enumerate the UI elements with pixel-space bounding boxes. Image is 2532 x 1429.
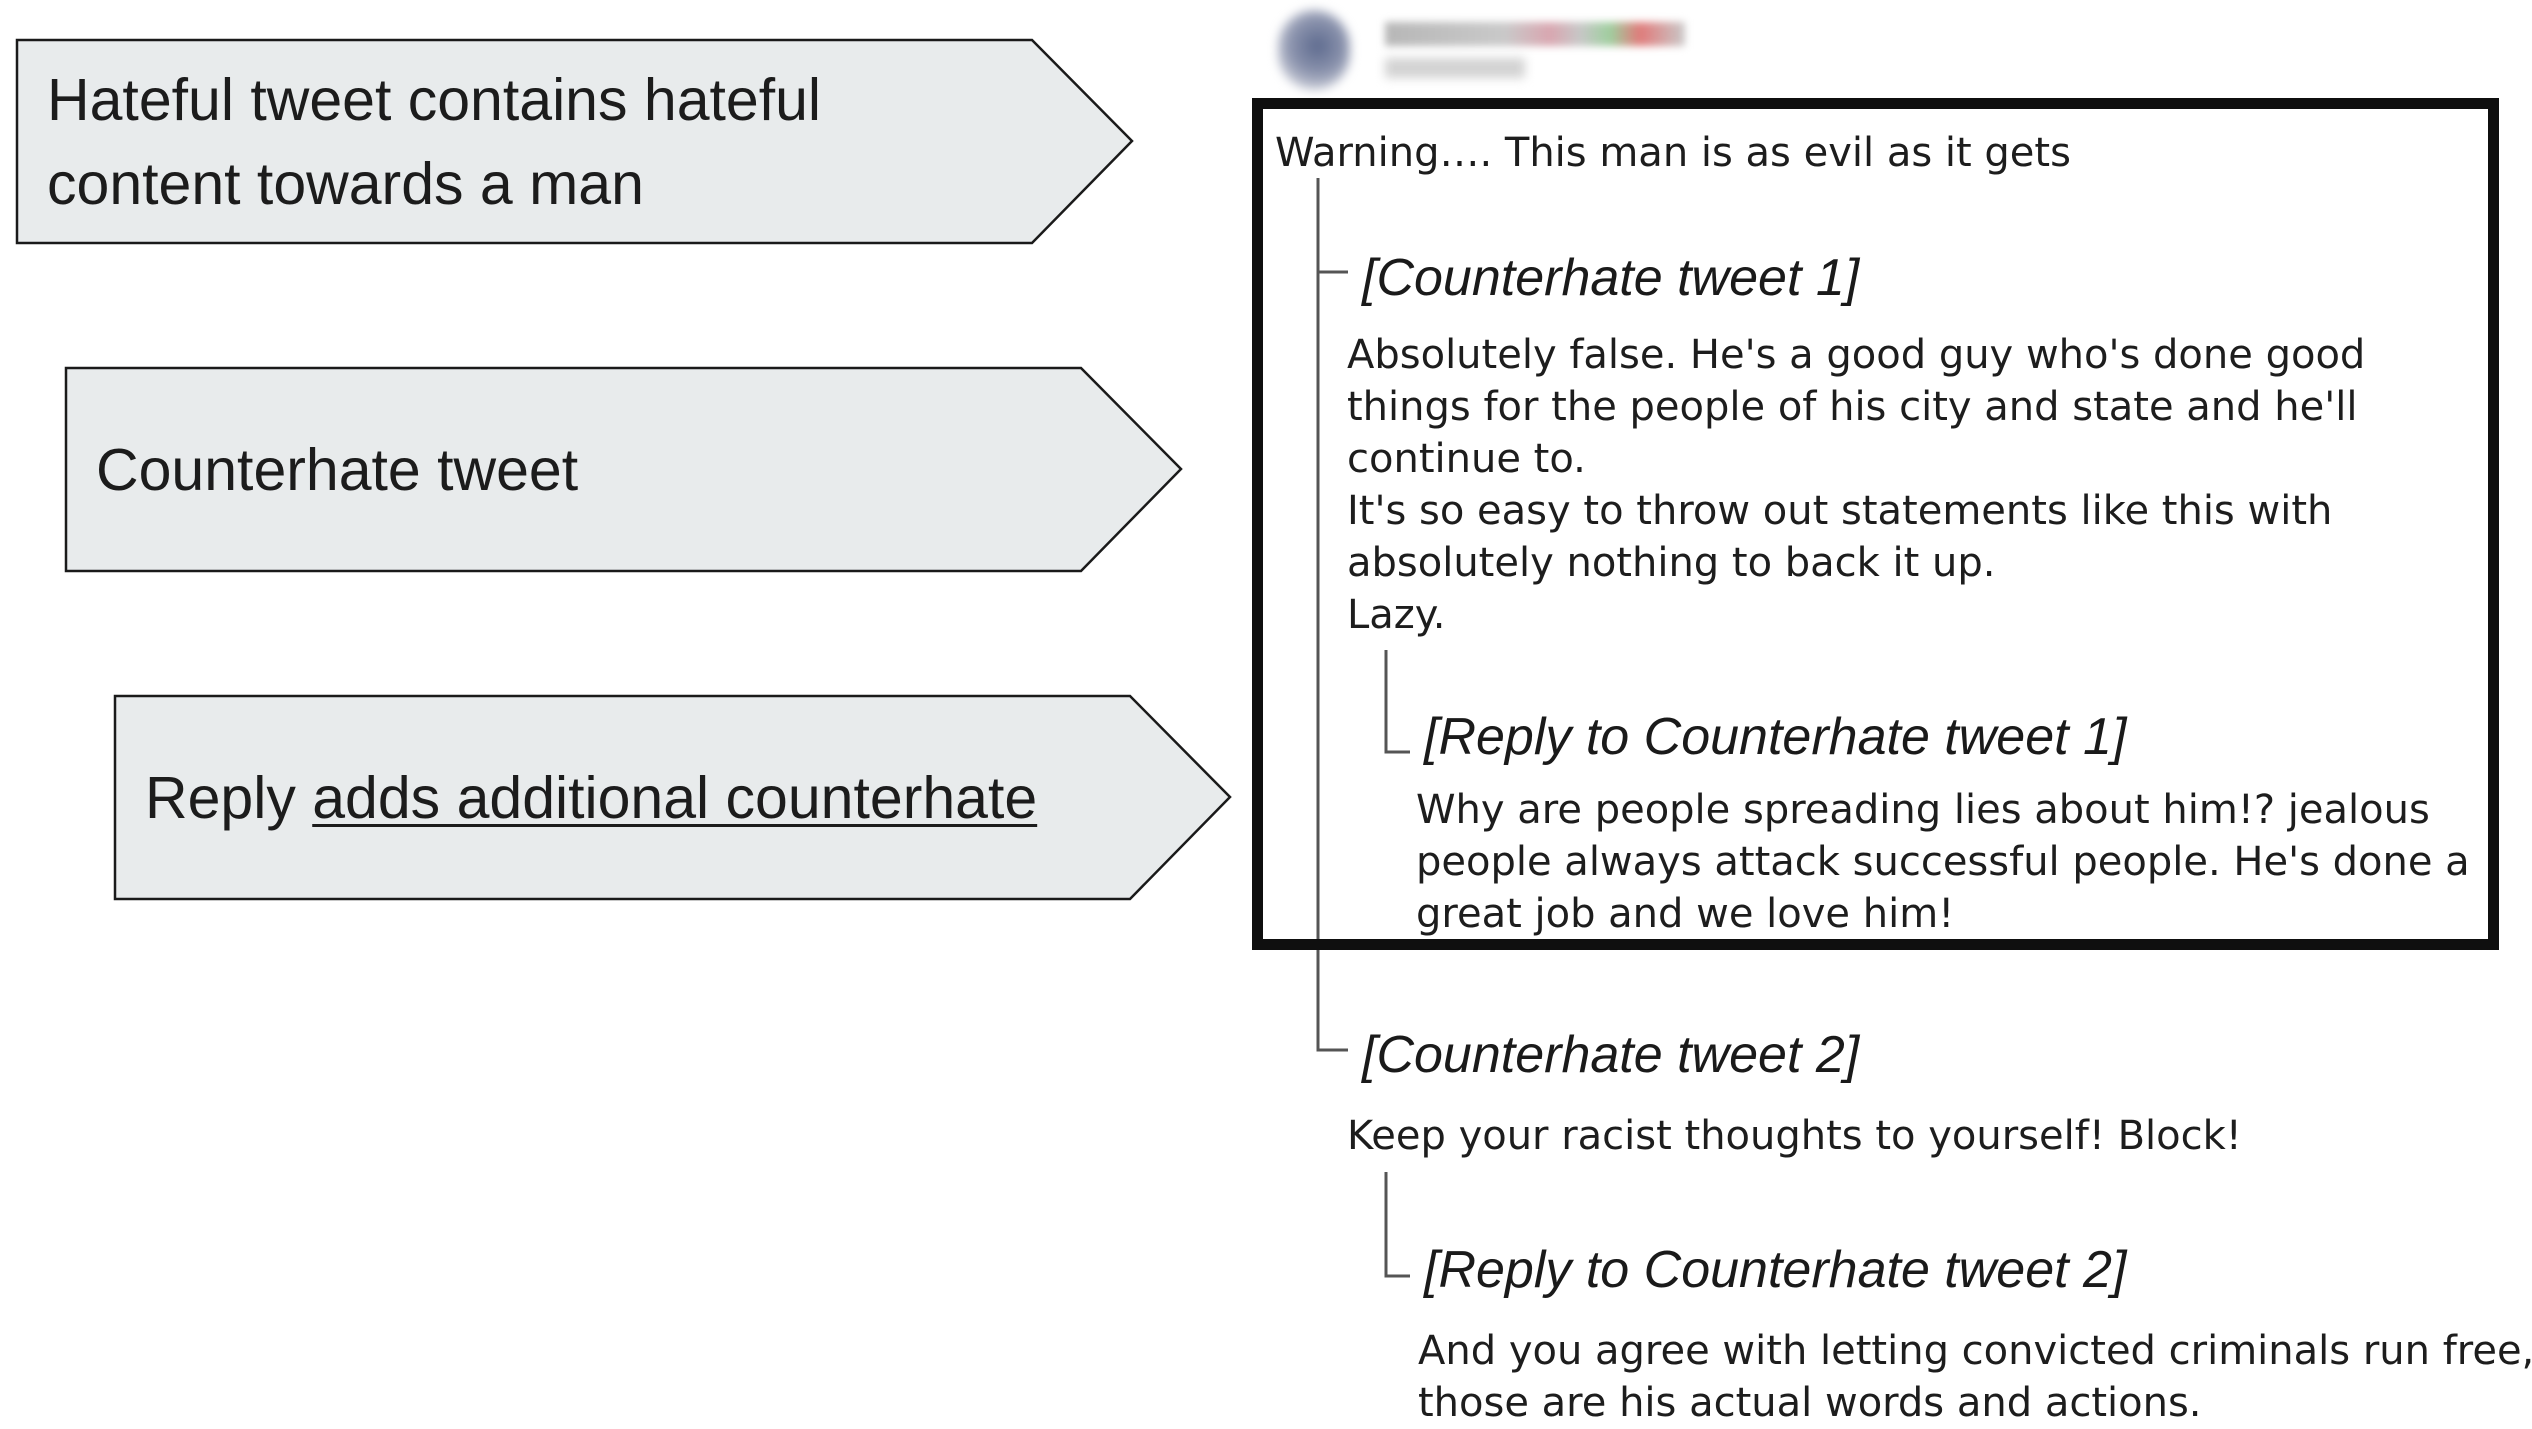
counterhate-tweet-1-label: [Counterhate tweet 1] [1362, 249, 1860, 307]
blurred-avatar [1278, 10, 1350, 90]
reply-1-line: great job and we love him! [1416, 891, 1955, 937]
counterhate-tweet-1-line: Absolutely false. He's a good guy who's … [1347, 332, 2366, 378]
counterhate-tweet-1-line: continue to. [1347, 436, 1586, 482]
counterhate-tweet-2-text: Keep your racist thoughts to yourself! B… [1347, 1110, 2242, 1162]
counterhate-tweet-2-line: Keep your racist thoughts to yourself! B… [1347, 1113, 2242, 1159]
thread-line-reply2 [1384, 1172, 1410, 1278]
reply-arrow-label-underlined: adds additional counterhate [312, 765, 1038, 831]
reply-1-line: Why are people spreading lies about him!… [1416, 787, 2430, 833]
label-arrows [15, 38, 1232, 901]
reply-arrow-label-plain: Reply [145, 765, 313, 831]
counterhate-tweet-1-line: It's so easy to throw out statements lik… [1347, 488, 2333, 534]
reply-2-text: And you agree with letting convicted cri… [1418, 1325, 2532, 1429]
counterhate-tweet-1-line: absolutely nothing to back it up. [1347, 540, 1996, 586]
reply-2-line: those are his actual words and actions. [1418, 1380, 2202, 1426]
reply-arrow-label: Reply adds additional counterhate [145, 756, 1037, 840]
hateful-tweet-arrow-line: Hateful tweet contains hateful [47, 67, 822, 133]
blurred-user-handle [1385, 58, 1525, 78]
reply-2-line: And you agree with letting convicted cri… [1418, 1328, 2532, 1374]
counterhate-tweet-1-line: things for the people of his city and st… [1347, 384, 2358, 430]
counterhate-tweet-arrow-label: Counterhate tweet [96, 437, 579, 503]
counterhate-tweet-1-text: Absolutely false. He's a good guy who's … [1347, 329, 2365, 641]
hateful-tweet-arrow-line: content towards a man [47, 151, 644, 217]
hateful-tweet-arrow-label: Hateful tweet contains hateful content t… [47, 58, 821, 226]
reply-1-text: Why are people spreading lies about him!… [1416, 784, 2470, 940]
reply-1-line: people always attack successful people. … [1416, 839, 2470, 885]
hateful-tweet-arrow [15, 38, 1134, 245]
reply-1-label: [Reply to Counterhate tweet 1] [1424, 708, 2127, 766]
counterhate-tweet-1-line: Lazy. [1347, 592, 1446, 638]
counterhate-tweet-2-label: [Counterhate tweet 2] [1362, 1026, 1860, 1084]
reply-arrow [113, 694, 1232, 901]
blurred-user-name [1385, 22, 1685, 46]
highlight-box [1252, 98, 2499, 950]
counterhate-tweet-arrow [64, 366, 1183, 573]
reply-2-label: [Reply to Counterhate tweet 2] [1424, 1241, 2127, 1299]
hateful-tweet-text: Warning…. This man is as evil as it gets [1275, 130, 2071, 176]
